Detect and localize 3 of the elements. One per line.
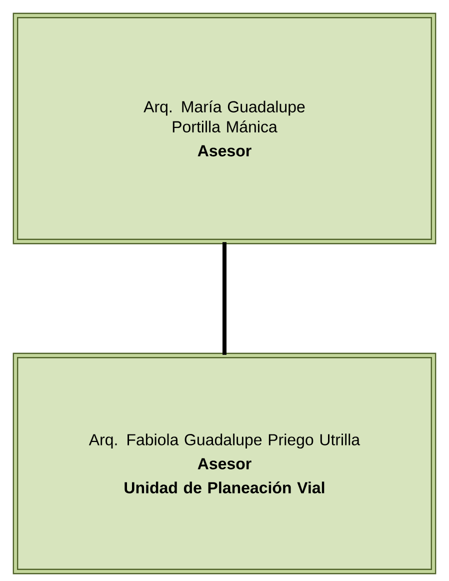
connector-line [222, 242, 226, 355]
org-box: Arq. Fabiola Guadalupe Priego Utrilla Asesor Unidad de Planeación Vial [12, 352, 436, 574]
org-box: Arq. María Guadalupe Portilla Mánica Asesor [12, 12, 436, 244]
